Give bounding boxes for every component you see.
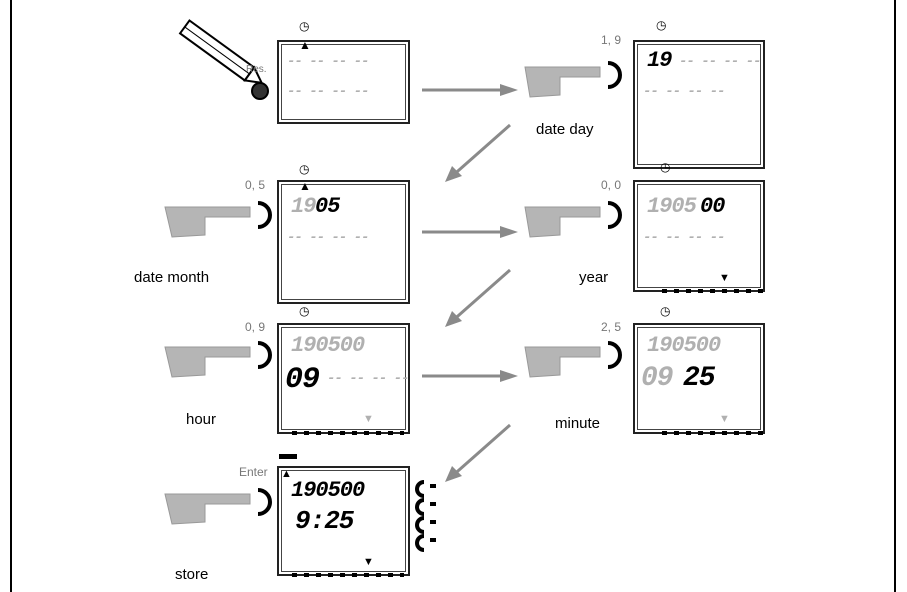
triangle-up-icon: ▲ [299,38,311,52]
hand-pointer-icon [524,341,622,378]
lcd-day-value: 19 [647,48,672,73]
triangle-down-icon: ▼ [719,272,730,284]
caption-year: year [579,269,609,286]
lcd-hour-inactive: 09 [641,363,674,394]
lcd-date-inactive: 190500 [647,333,721,358]
lcd-placeholder-dashes: -- -- -- -- [679,54,761,70]
lcd-display-hour: 190500 09 -- -- -- -- ▼ [277,323,410,434]
lcd-bottom-ticks [292,431,404,435]
lcd-side-segments [415,480,436,552]
lcd-placeholder-dashes: -- -- -- -- [287,230,369,246]
pencil-icon [178,19,269,100]
lcd-display-date-month: 19 05 -- -- -- -- [277,180,410,304]
arrow-right-1 [422,84,518,96]
frame-right-border [894,0,896,592]
caption-store: store [175,566,209,583]
clock-icon: ◷ [656,18,667,32]
lcd-hour-value: 09 [285,363,320,397]
lcd-display-minute: 190500 09 25 ▼ [633,323,765,434]
arrow-right-2 [422,226,518,238]
clock-icon: ◷ [299,19,310,33]
lcd-year-value: 00 [700,194,725,219]
reading-date-day: 1, 9 [601,33,622,47]
reading-minute: 2, 5 [601,320,622,334]
clock-icon: ◷ [660,160,671,174]
reading-date-month: 0, 5 [245,178,266,192]
lcd-day-inactive: 19 [291,194,316,219]
clock-icon: ◷ [299,304,310,318]
triangle-down-icon: ▼ [363,556,374,568]
frame-left-border [10,0,12,592]
triangle-down-icon: ▼ [719,413,730,425]
triangle-up-icon: ▲ [281,468,292,480]
clock-icon: ◷ [299,162,310,176]
reset-button-label: Res. [246,64,267,75]
caption-date-day: date day [536,121,594,138]
arrow-right-3 [422,370,518,382]
hand-pointer-icon [164,201,272,238]
lcd-placeholder-dashes-2: -- -- -- -- [643,84,725,100]
lcd-placeholder-dashes: -- -- -- -- [287,54,369,70]
hand-pointer-icon [524,61,622,98]
clock-icon: ◷ [660,304,671,318]
lcd-display-date-day: 19 -- -- -- -- -- -- -- -- [633,40,765,169]
hand-pointer-icon [524,201,622,238]
reading-year: 0, 0 [601,178,622,192]
lcd-display-reset: -- -- -- -- -- -- -- -- [277,40,410,124]
arrow-diagonal-1 [445,123,511,182]
lcd-daymonth-inactive: 1905 [647,194,697,219]
triangle-up-icon: ▲ [299,179,311,193]
lcd-placeholder-dashes: -- -- -- -- [643,230,725,246]
lcd-bottom-ticks [662,431,766,435]
caption-date-month: date month [134,269,210,286]
lcd-time-stored: 9:25 [295,506,354,536]
lcd-placeholder-dashes-2: -- -- -- -- [287,84,369,100]
reading-hour: 0, 9 [245,320,266,334]
lcd-placeholder-dashes: -- -- -- -- [327,371,409,387]
lcd-month-value: 05 [315,194,340,219]
arrow-diagonal-2 [445,268,511,327]
caption-minute: minute [555,415,601,432]
arrow-diagonal-3 [445,423,511,482]
hand-pointer-icon [164,341,272,378]
lcd-display-year: 1905 00 -- -- -- -- ▼ [633,180,765,292]
lcd-date-stored: 190500 [291,478,365,503]
lcd-minute-value: 25 [683,363,716,394]
caption-hour: hour [186,411,217,428]
lcd-display-store: ▲ 190500 9:25 ▼ [277,466,410,576]
hand-pointer-icon [164,488,272,525]
lcd-date-inactive: 190500 [291,333,365,358]
lcd-bottom-ticks [662,289,766,293]
enter-bar-marker [279,454,297,459]
enter-button-label: Enter [239,465,268,479]
lcd-bottom-ticks [292,573,404,577]
triangle-down-icon: ▼ [363,413,374,425]
